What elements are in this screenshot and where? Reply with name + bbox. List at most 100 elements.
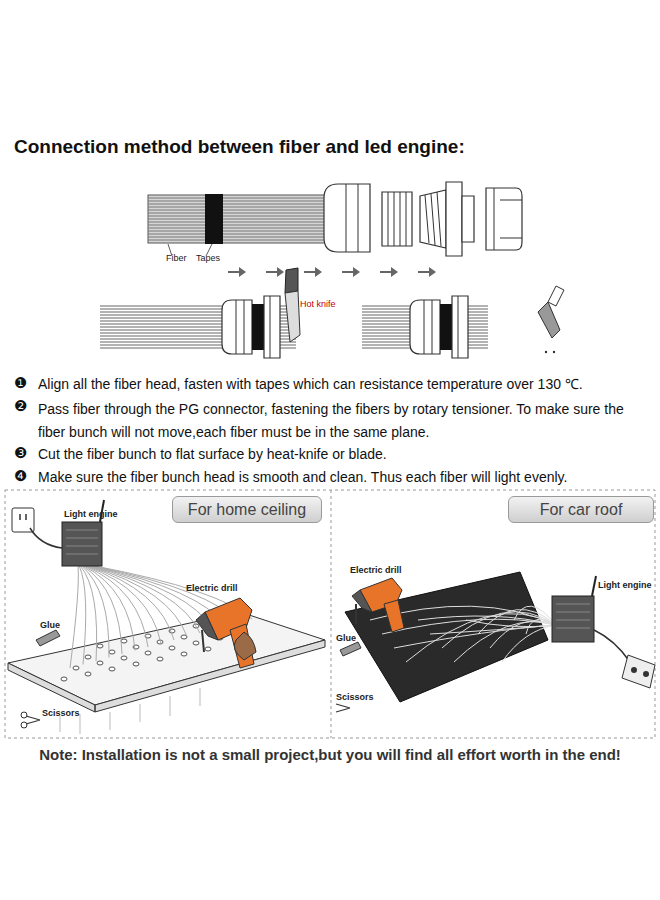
fiber-line <box>148 201 330 202</box>
note-caption: Note: Installation is not a small projec… <box>0 746 660 763</box>
dot <box>545 351 547 353</box>
hot-knife <box>285 268 300 342</box>
power-cable <box>30 528 62 548</box>
drill-hole <box>181 652 187 656</box>
cap-nut-lines <box>346 184 358 252</box>
fiber-strand <box>91 566 213 630</box>
socket-port <box>631 667 637 673</box>
arrow-head <box>315 267 322 277</box>
car-socket <box>622 655 655 688</box>
power-cable <box>594 630 630 662</box>
drill-chuck <box>196 612 218 640</box>
fiber-bundle <box>148 195 330 243</box>
blade <box>538 286 564 353</box>
step-text: Make sure the fiber bunch head is smooth… <box>38 468 658 486</box>
callout-number: ❷ <box>14 397 27 416</box>
scissors-ring <box>21 722 27 728</box>
part-label: Tapes <box>196 253 220 264</box>
drill-hole <box>157 657 163 661</box>
step-text: Cut the fiber bunch to flat surface by h… <box>38 445 658 463</box>
car-illustration <box>336 572 655 712</box>
home-illustration <box>8 500 325 734</box>
drill-handle <box>384 600 404 632</box>
fiber-strand <box>454 622 556 662</box>
panel-tab: For car roof <box>508 496 654 523</box>
drill-hole <box>169 646 175 650</box>
hex-part <box>452 296 468 358</box>
fiber-strand <box>406 614 556 662</box>
arrow-shaft <box>380 271 392 273</box>
drill-hole <box>133 645 139 649</box>
scissors <box>336 704 350 712</box>
title: Connection method between fiber and led … <box>14 136 465 158</box>
drill-hole <box>121 639 127 643</box>
fiber-strand <box>514 606 556 625</box>
cap-nut-lines <box>424 300 432 354</box>
assembled-connector <box>222 296 280 358</box>
fiber-strand <box>79 566 86 665</box>
part-label: Electric drill <box>186 583 238 594</box>
drill-hole <box>85 655 91 659</box>
arrow-head <box>353 267 360 277</box>
engine-fins <box>66 530 98 554</box>
part-label: Fiber <box>166 253 187 264</box>
tab-text: For car roof <box>540 501 623 519</box>
part-label: Glue <box>40 620 60 631</box>
callout-number: ❹ <box>14 467 27 486</box>
end-ring-outline <box>486 188 522 250</box>
knife-blade <box>285 291 300 342</box>
blade-shape <box>538 302 560 338</box>
fiber-strand <box>82 566 109 658</box>
sealing-insert <box>382 192 412 246</box>
panel-frame <box>5 490 655 738</box>
fiber-line <box>148 237 330 238</box>
hex-part <box>264 296 280 358</box>
fiber-strands <box>70 566 252 668</box>
cap-nut-lines <box>236 300 244 354</box>
cap-nut-outline <box>410 300 440 354</box>
drill-hole <box>193 641 199 645</box>
light-engine <box>62 522 102 566</box>
arrow-head <box>239 267 246 277</box>
socket-port <box>643 671 649 677</box>
fiber-line <box>148 222 330 223</box>
fiber-line <box>148 198 330 199</box>
scissors <box>26 716 40 724</box>
fiber-strand <box>490 621 556 648</box>
end-ring <box>486 188 522 250</box>
panel-divider <box>331 490 332 738</box>
part-label: Light engine <box>64 509 118 520</box>
drill-bit <box>202 630 204 652</box>
arrow-head <box>277 267 284 277</box>
hex-line <box>270 296 271 358</box>
arrow-shaft <box>266 271 278 273</box>
panel-tab: For home ceiling <box>172 496 322 523</box>
light-engine <box>552 596 594 642</box>
arrow-shaft <box>304 271 316 273</box>
thread-lines <box>425 192 441 246</box>
glue-tube <box>340 642 361 656</box>
drill-hole <box>97 661 103 665</box>
fiber-bundle-outline <box>148 195 330 243</box>
drill-hole <box>121 656 127 660</box>
fiber-line <box>148 216 330 217</box>
board-edge <box>8 640 325 712</box>
part-label: Glue <box>336 633 356 644</box>
connector-body <box>420 182 474 256</box>
fiber-strand <box>502 625 556 662</box>
tape-band <box>205 194 223 244</box>
drill-hole <box>145 651 151 655</box>
antenna <box>592 576 596 596</box>
step-text: Pass fiber through the PG connector, fas… <box>38 398 638 444</box>
drill-hole <box>109 650 115 654</box>
dot <box>553 351 555 353</box>
fiber-strand <box>90 566 200 633</box>
engine-fins <box>556 604 590 628</box>
drill-hole <box>109 667 115 671</box>
arrow-head <box>429 267 436 277</box>
blade-holder <box>548 286 564 306</box>
cap-nut-outline <box>324 184 370 252</box>
part-label: Electric drill <box>350 565 402 576</box>
arrow-shaft <box>228 271 240 273</box>
